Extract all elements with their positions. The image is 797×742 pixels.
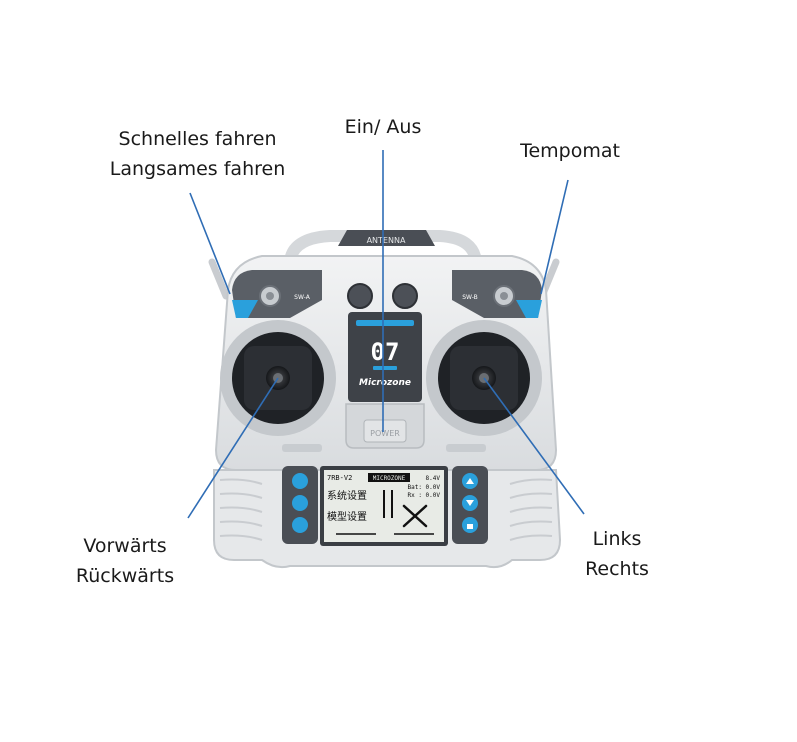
leader-cruise: [540, 179, 569, 295]
label-speed-fast: Schnelles fahren: [118, 128, 277, 150]
leader-steering: [483, 377, 585, 515]
left-trim[interactable]: [282, 444, 322, 452]
lcd-bat: Bat: 0.0V: [407, 484, 440, 491]
menu-button-1[interactable]: [292, 473, 308, 489]
label-cruise-text: Tempomat: [520, 140, 620, 162]
lcd-rx: Rx : 0.0V: [407, 492, 440, 499]
up-arrow-icon: [466, 478, 474, 484]
leader-forward: [187, 377, 279, 519]
lcd-model: 7RB-V2: [327, 474, 352, 482]
switch-a[interactable]: SW-A: [232, 270, 322, 318]
round-button-left[interactable]: [347, 283, 373, 309]
display-number-bar: [373, 366, 397, 370]
lcd-menu-model: 模型设置: [327, 510, 367, 523]
label-speed-switch: Schnelles fahren Langsames fahren: [90, 124, 305, 184]
lcd-channel-bars: [383, 490, 393, 518]
menu-button-2[interactable]: [292, 495, 308, 511]
label-cruise-control: Tempomat: [485, 136, 655, 166]
antenna-badge: [338, 230, 435, 246]
round-button-right[interactable]: [392, 283, 418, 309]
lcd-brand-box: [368, 473, 410, 482]
label-power: Ein/ Aus: [318, 112, 448, 142]
switch-b[interactable]: SW-B: [452, 270, 542, 318]
label-right: Rechts: [585, 558, 649, 580]
center-panel: [348, 312, 422, 402]
display-number: 07: [371, 338, 400, 366]
label-speed-slow: Langsames fahren: [109, 158, 286, 180]
label-steering: Links Rechts: [552, 524, 682, 584]
center-panel-bar: [356, 320, 414, 326]
label-forward: Vorwärts: [83, 535, 167, 557]
label-throttle: Vorwärts Rückwärts: [50, 531, 200, 591]
antenna-text: ANTENNA: [367, 236, 406, 245]
label-power-onoff: Ein/ Aus: [344, 116, 422, 138]
grip-ribs-left: [219, 478, 263, 541]
menu-button-3[interactable]: [292, 517, 308, 533]
grip-ribs-right: [509, 478, 553, 541]
lcd-menu-system: 系统设置: [327, 489, 367, 502]
lock-icon: [467, 524, 473, 529]
leader-lines: [187, 150, 585, 519]
right-trim[interactable]: [446, 444, 486, 452]
label-backward: Rückwärts: [75, 565, 175, 587]
down-arrow-icon: [466, 500, 474, 506]
brand-logo: Microzone: [359, 378, 411, 388]
label-left: Links: [592, 528, 642, 550]
leader-speed: [189, 192, 231, 295]
left-antenna: [208, 258, 230, 300]
switch-b-label: SW-B: [462, 294, 478, 301]
power-button[interactable]: [363, 419, 407, 443]
lcd-brand: MICROZONE: [373, 475, 406, 482]
lcd-voltage: 8.4V: [426, 475, 441, 482]
switch-a-label: SW-A: [294, 294, 311, 301]
lcd-tools-icon: [402, 504, 428, 528]
power-button-label: POWER: [370, 429, 400, 438]
